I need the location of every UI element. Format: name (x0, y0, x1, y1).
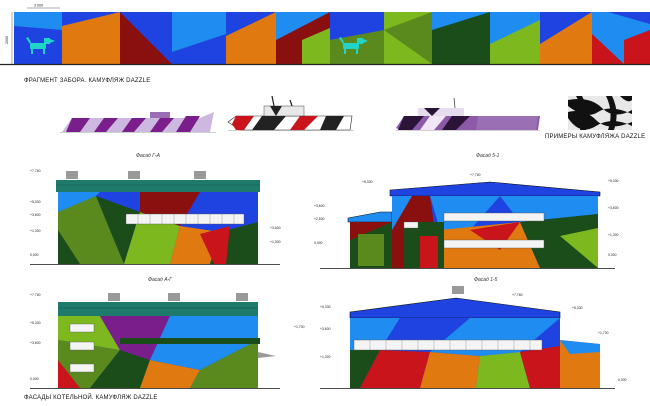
level-label: +7,760 (470, 173, 481, 177)
level-label: +3,600 (608, 206, 619, 210)
level-label: +5,330 (362, 180, 373, 184)
level-label: 0,000 (618, 378, 627, 382)
level-label: +2,500 (314, 217, 325, 221)
facade-1-5: +7,760 +5,330 +3,600 +1,300 +5,330 +1,70… (320, 286, 627, 389)
facade-5-1: +7,760 +5,330 +3,600 +2,500 0,000 +5,330… (314, 173, 619, 269)
facade-title-5-1: Фасад 5-1 (476, 153, 500, 159)
facades-caption: ФАСАДЫ КОТЕЛЬНОЙ. КАМУФЛЯЖ DAZZLE (24, 395, 158, 401)
level-label: +3,600 (320, 327, 331, 331)
level-label: +3,600 (30, 341, 41, 345)
fence-dim-top: 3 000 (34, 4, 43, 8)
level-label: +7,760 (30, 169, 41, 173)
level-label: +1,700 (598, 331, 609, 335)
level-label: 0,000 (30, 253, 39, 257)
fence-fragment: 3 000 2000 (0, 4, 650, 66)
level-label: +1,300 (270, 240, 281, 244)
level-label: 0,000 (314, 241, 323, 245)
level-label: 0,000 (30, 377, 39, 381)
level-label: +5,330 (572, 306, 583, 310)
level-label: 0,000 (608, 253, 617, 257)
level-label: +3,600 (270, 226, 281, 230)
ship-example-2 (227, 95, 354, 131)
level-label: +7,760 (30, 293, 41, 297)
dog-mascot-left (26, 37, 55, 54)
level-label: +1,300 (608, 233, 619, 237)
level-label: +5,330 (30, 200, 41, 204)
level-label: +7,760 (512, 293, 523, 297)
fence-caption: ФРАГМЕНТ ЗАБОРА. КАМУФЛЯЖ DAZZLE (24, 78, 151, 84)
fence-dim-side: 2000 (5, 36, 9, 44)
ship-example-1 (60, 112, 216, 133)
examples-caption: ПРИМЕРЫ КАМУФЛЯЖА DAZZLE (545, 134, 646, 140)
level-label: +3,600 (30, 213, 41, 217)
level-label: +1,300 (30, 229, 41, 233)
level-label: +1,700 (294, 325, 305, 329)
facade-g-a: +7,760 +5,330 +3,600 +1,300 0,000 +3,600… (30, 169, 281, 265)
level-label: +5,330 (30, 321, 41, 325)
facade-title-1-5: Фасад 1-5 (474, 277, 498, 283)
level-label: +5,330 (608, 179, 619, 183)
level-label: +3,600 (314, 204, 325, 208)
facade-title-g-a: Фасад Г-А (136, 153, 160, 159)
level-label: +5,330 (320, 305, 331, 309)
dog-mascot-right (339, 37, 368, 54)
facade-title-a-g: Фасад А-Г (148, 277, 172, 283)
facade-a-g: +7,760 +5,330 +3,600 0,000 +1,700 (30, 293, 305, 389)
zebra-pattern-example (568, 96, 632, 130)
level-label: +1,300 (320, 355, 331, 359)
ship-example-3 (396, 97, 540, 131)
